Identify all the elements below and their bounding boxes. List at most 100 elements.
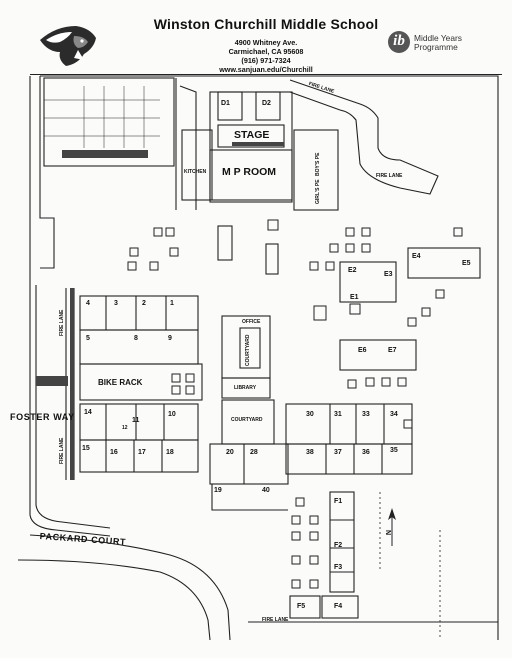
- room-31-label: 31: [334, 411, 342, 418]
- office-label: OFFICE: [242, 319, 261, 325]
- foster-way-inner: [35, 285, 111, 529]
- room-20-label: 20: [226, 449, 234, 456]
- ib-programme-logo: ib Middle Years Programme: [384, 30, 474, 56]
- south-central-building: [209, 443, 289, 485]
- ib-program-line2: Programme: [414, 42, 458, 52]
- west-wing-south-b: [79, 439, 199, 473]
- courtyard-inner-label: COURTYARD: [245, 334, 251, 366]
- ib-circle-icon: ib: [388, 31, 410, 53]
- foster-way-label: FOSTER WAY: [10, 412, 75, 422]
- west-boundary: [39, 76, 55, 269]
- west-wing-north: [79, 295, 199, 331]
- room-f1-label: F1: [334, 498, 343, 505]
- address-city: Carmichael, CA 95608: [228, 47, 304, 56]
- map-header: Winston Churchill Middle School 4900 Whi…: [30, 14, 502, 75]
- room-12-label: 12: [122, 425, 128, 431]
- fire-lane-south-label: FIRE LANE: [262, 617, 289, 623]
- room-17-label: 17: [138, 449, 146, 456]
- room-f3-label: F3: [334, 564, 343, 571]
- website-link[interactable]: www.sanjuan.edu/Churchill: [219, 65, 313, 74]
- f-building: [329, 491, 355, 593]
- school-title: Winston Churchill Middle School: [153, 16, 379, 32]
- packard-court-south: [17, 559, 211, 641]
- phone-number: (916) 971-7324: [241, 56, 291, 65]
- room-8-label: 8: [134, 335, 138, 342]
- room-38-label: 38: [306, 449, 314, 456]
- room-15-label: 15: [82, 445, 90, 452]
- room-37-label: 37: [334, 449, 342, 456]
- room-10-label: 10: [168, 411, 176, 418]
- west-wing-mid: [79, 329, 199, 365]
- room-34-label: 34: [390, 411, 398, 418]
- room-e4-label: E4: [412, 253, 421, 260]
- f4-room: [321, 595, 359, 619]
- room-e1-label: E1: [350, 294, 359, 301]
- room-33-label: 33: [362, 411, 370, 418]
- room-d1-label: D1: [221, 100, 230, 107]
- quad-block-1: [217, 225, 233, 261]
- room-f5-label: F5: [297, 603, 306, 610]
- room-9-label: 9: [168, 335, 172, 342]
- room-4-label: 4: [86, 300, 90, 307]
- east-wing-south: [285, 443, 413, 475]
- north-arrow-icon: [388, 508, 396, 546]
- parking-walkway: [62, 150, 148, 158]
- f5-room: [289, 595, 321, 619]
- stage-box: [217, 124, 285, 148]
- room-f2-label: F2: [334, 542, 343, 549]
- kitchen-label: KITCHEN: [184, 169, 207, 175]
- kitchen-box: [181, 129, 213, 201]
- room-5-label: 5: [86, 335, 90, 342]
- foster-way-curb: [29, 76, 111, 537]
- mascot-logo: [40, 26, 96, 66]
- room-f4-label: F4: [334, 603, 343, 610]
- room-3-label: 3: [114, 300, 118, 307]
- fire-lane-west-bottom-label: FIRE LANE: [59, 437, 65, 464]
- library-building: [221, 377, 271, 399]
- fire-lane-west-top-label: FIRE LANE: [59, 309, 65, 336]
- bike-rack-label: BIKE RACK: [98, 378, 143, 387]
- room-19-label: 19: [214, 487, 222, 494]
- quad-block-2: [265, 243, 279, 275]
- e4-e5-building: [407, 247, 481, 279]
- inner-courtyard: [239, 327, 261, 369]
- pe-building: [293, 129, 339, 211]
- boys-pe-label: BOY'S PE: [315, 152, 321, 176]
- room-e5-label: E5: [462, 260, 471, 267]
- room-35-label: 35: [390, 447, 398, 454]
- room-e3-label: E3: [384, 271, 393, 278]
- room-18-label: 18: [166, 449, 174, 456]
- fire-lane-east-label: FIRE LANE: [376, 173, 403, 179]
- mp-room-box: [209, 149, 293, 201]
- room-e7-label: E7: [388, 347, 397, 354]
- foster-crosswalk: [36, 376, 68, 386]
- library-label: LIBRARY: [234, 385, 257, 391]
- north-label: N: [384, 530, 391, 536]
- room-11-label: 11: [132, 417, 140, 424]
- packard-court-north: [29, 534, 231, 641]
- d1-room: [217, 91, 243, 121]
- room-28-label: 28: [250, 449, 258, 456]
- parking-lot: [43, 77, 175, 167]
- south-fire-lane: [211, 484, 498, 623]
- room-e6-label: E6: [358, 347, 367, 354]
- stage-label: STAGE: [234, 129, 270, 141]
- room-40-label: 40: [262, 487, 270, 494]
- bike-rack-area: [79, 363, 203, 401]
- girls-pe-label: GIRL'S PE: [315, 179, 321, 204]
- e-building: [339, 261, 397, 303]
- room-30-label: 30: [306, 411, 314, 418]
- mp-room-label: M P ROOM: [222, 166, 277, 178]
- room-14-label: 14: [84, 409, 92, 416]
- parking-driveway: [175, 78, 197, 210]
- room-16-label: 16: [110, 449, 118, 456]
- address-street: 4900 Whitney Ave.: [234, 38, 298, 47]
- ib-program-line1: Middle Years: [414, 33, 462, 43]
- mp-building: [209, 91, 293, 203]
- e6-e7-building: [339, 339, 417, 371]
- room-d2-label: D2: [262, 100, 271, 107]
- room-1-label: 1: [170, 300, 174, 307]
- room-2-label: 2: [142, 300, 146, 307]
